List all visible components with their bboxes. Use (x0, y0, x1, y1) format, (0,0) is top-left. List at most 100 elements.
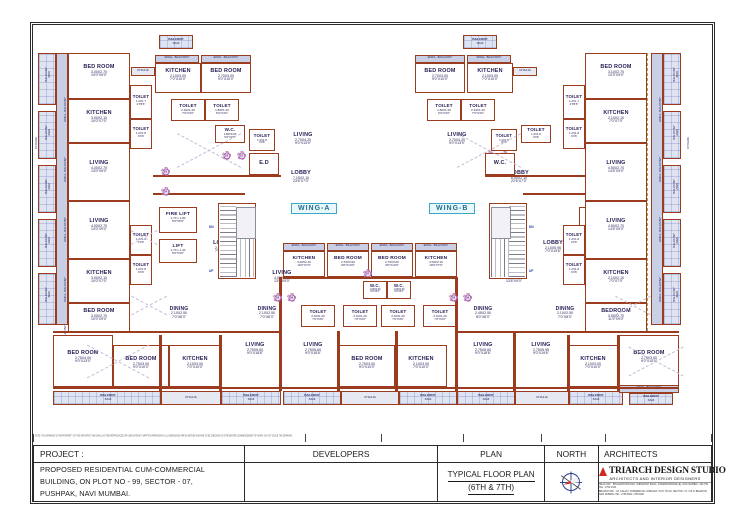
room-ctoi-2[interactable] (343, 305, 377, 327)
encl-balcony-left-label-1: ENCL. BALCONY (63, 97, 67, 122)
label-r-toi-4: TOILET 1.2X1.8 4'X6' (565, 232, 583, 244)
stair-dn-label-a: DN (209, 225, 214, 229)
architect-name: TRIARCH DESIGN STUDIO (609, 465, 726, 476)
label-a-ed: E.D (259, 160, 269, 166)
room-mid-bed-1[interactable] (327, 251, 369, 277)
room-a-liv-1[interactable] (68, 143, 130, 201)
room-a-bed-2[interactable] (68, 303, 130, 333)
disclaimer-text: NOTE: THIS DRAWING IS THE PROPERTY OF TH… (35, 435, 293, 438)
room-a-bed-1[interactable] (68, 53, 130, 99)
project-line-1: PROPOSED RESIDENTIAL CUM-COMMERCIAL (40, 465, 205, 475)
pier-2 (219, 335, 222, 391)
room-bot-bed-3[interactable] (339, 345, 395, 387)
label-a-kit-2: KITCHEN 3.00X2.10 10'0"X7'0" (86, 270, 112, 284)
encl-balcony-left-label-3: ENCL. BALCONY (63, 217, 67, 242)
room-t-kit-2[interactable] (467, 63, 513, 93)
wing-b-tag: WING-B (429, 203, 476, 214)
pier-7 (513, 331, 516, 391)
label-a-toi-2: TOILET 1.2X1.8 4'X6' (132, 126, 150, 138)
room-r-liv-2[interactable] (585, 201, 647, 259)
label-r-toi-5: TOILET 1.2X1.8 4'X6' (565, 262, 583, 274)
label-mid-kit-1: KITCHEN 3.00X2.10 10'0"X7'0" (292, 256, 316, 268)
chajja-bottom-3 (515, 391, 569, 405)
label-center-wc-2: W.C. 1.80X0.90 6'0"X3'0" (393, 283, 405, 294)
door-swing-icon-c4[interactable]: D6 (463, 293, 472, 302)
door-swing-icon-a1[interactable]: D3 (161, 167, 170, 176)
room-center-wc-1[interactable] (363, 281, 387, 299)
room-t-toi-4[interactable] (427, 99, 461, 121)
balcony-right-5 (663, 273, 681, 325)
label-a-liv-2: LIVING 4.00X2.70 13'0"X9'0" (89, 218, 109, 232)
shaft-xmark-a (129, 205, 159, 269)
label-a-liv-4: LIVING 4.00X2.70 13'0"X9'0" (272, 270, 292, 284)
encl-balcony-top-label-1: ENCL. BALCONY (164, 55, 190, 59)
room-a-kit-1[interactable] (68, 99, 130, 143)
room-t-bed-1[interactable] (201, 63, 251, 93)
room-a-firelift[interactable] (159, 207, 197, 233)
room-t-toi-5[interactable] (461, 99, 495, 121)
room-center-wc-2[interactable] (387, 281, 411, 299)
room-ctoi-1[interactable] (301, 305, 335, 327)
encl-balcony-right-label-1: ENCL. BALCONY (658, 97, 662, 122)
label-mid-kit-2: KITCHEN 3.00X2.10 10'0"X7'0" (424, 256, 448, 268)
room-a-toi-1[interactable] (130, 85, 152, 119)
room-a-ed[interactable] (249, 153, 279, 175)
room-t-toi-2[interactable] (205, 99, 239, 121)
room-ctoi-3[interactable] (381, 305, 415, 327)
room-mid-kit-1[interactable] (283, 251, 325, 277)
balcony-left-5 (38, 273, 56, 325)
label-bot-liv-4: LIVING 2.75X5.95 9'0"X19'6" (531, 342, 551, 356)
room-r-liv-1[interactable] (585, 143, 647, 201)
label-ctoi-3: TOILET 2.10X1.20 7'0"X4'0" (389, 309, 407, 321)
room-r-toi-3[interactable] (563, 119, 585, 149)
encl-balcony-mid-label-1: ENCL. BALCONY (291, 243, 317, 247)
encl-balcony-left-label-2: ENCL. BALCONY (63, 157, 67, 182)
room-bot-kit-3[interactable] (567, 345, 619, 387)
encl-balcony-right-label-2: ENCL. BALCONY (658, 157, 662, 182)
door-swing-icon-c1[interactable]: D5 (273, 293, 282, 302)
label-bot-kit-1: KITCHEN 2.10X3.00 7'0"X10'0" (182, 356, 208, 370)
room-t-kit-1[interactable] (155, 63, 201, 93)
label-t-bed-2: BED ROOM 2.70X3.00 9'0"X10'0" (424, 68, 456, 82)
room-mid-bed-2[interactable] (371, 251, 413, 277)
room-r-kit-1[interactable] (585, 99, 647, 143)
door-swing-icon-a3[interactable]: D2 (222, 151, 231, 160)
room-bot-kit-2[interactable] (395, 345, 447, 387)
pier-4 (337, 331, 340, 391)
label-a-liv-3: LIVING 2.70X4.20 9'0"X13'9" (293, 132, 313, 146)
room-r-toi-5[interactable] (563, 255, 585, 285)
label-a-toi-1: TOILET 1.2X1.7 4'X5'6" (132, 94, 150, 106)
title-block: PROJECT : PROPOSED RESIDENTIAL CUM-COMME… (33, 445, 726, 502)
stair-treads-b-left (491, 239, 509, 277)
encl-balcony-right-label-4: ENCL. BALCONY (658, 277, 662, 302)
room-r-toi-4[interactable] (563, 225, 585, 255)
room-t-toi-3[interactable] (249, 129, 275, 151)
encl-balcony-mid-2 (327, 243, 369, 251)
door-swing-icon-c3[interactable]: D5 (449, 293, 458, 302)
room-r-bed-1[interactable] (585, 53, 647, 99)
title-block-architects-column: ARCHITECTS TRIARCH DESIGN STUDIO ARCHITE… (599, 446, 726, 501)
room-a-kit-2[interactable] (68, 259, 130, 303)
door-swing-icon-c2[interactable]: D6 (287, 293, 296, 302)
label-bot-liv-3: LIVING 2.75X5.60 9'0"X18'6" (473, 342, 493, 356)
room-t-toi-1[interactable] (171, 99, 205, 121)
room-a-toi-2[interactable] (130, 119, 152, 149)
door-swing-icon-a4[interactable]: D1 (237, 151, 246, 160)
chajja-bottom-label-3: CHAJJA (536, 395, 548, 399)
strip-tick-2 (305, 434, 306, 442)
label-t-kit-1: KITCHEN 2.10X3.00 7'0"X10'0" (165, 68, 191, 82)
stair-up-label-a: UP (209, 269, 214, 273)
architects-body: TRIARCH DESIGN STUDIO ARCHITECTS AND INT… (599, 463, 726, 501)
balcony-left-4 (38, 219, 56, 267)
room-t-bed-2[interactable] (415, 63, 465, 93)
room-r-toi-2[interactable] (563, 85, 585, 119)
room-a-lift[interactable] (159, 239, 197, 263)
door-swing-icon-a2[interactable]: D4 (161, 187, 170, 196)
room-mid-kit-2[interactable] (415, 251, 457, 277)
